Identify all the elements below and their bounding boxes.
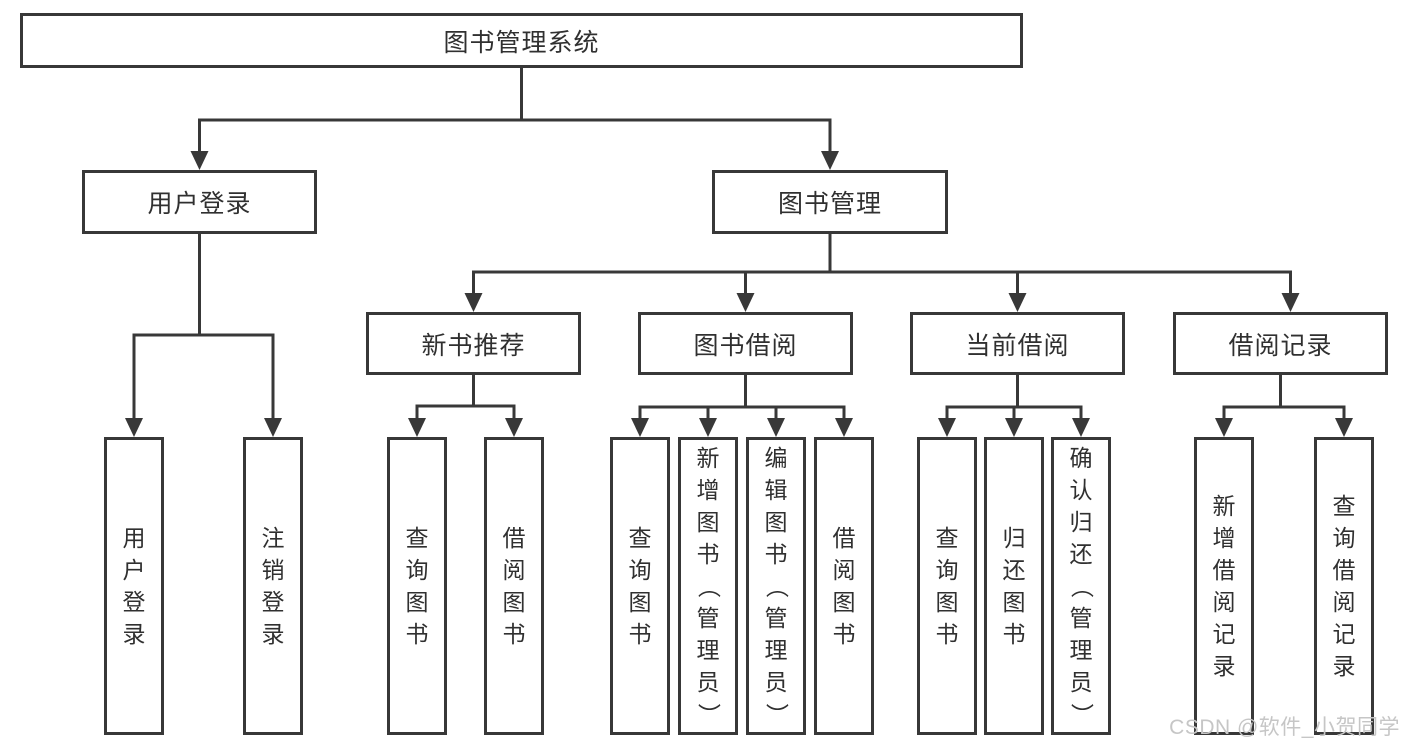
arrowhead-to-leaf-logout [264,418,282,437]
leaf-query-books-current: 查询图书 [917,437,977,735]
leaf-add-borrow-record: 新增借阅记录 [1194,437,1254,735]
edges-book-management-children [464,234,1300,312]
arrowhead-to-leaf-query-books-borrow [631,418,649,437]
edge-borrow-rail [638,375,846,420]
node-borrow-record: 借阅记录 [1173,312,1388,375]
edge-record-rail [1222,375,1346,420]
edge-recommend-rail [415,375,516,420]
edge-book-management-rail [472,234,1292,294]
node-current-borrow: 当前借阅 [910,312,1125,375]
arrowhead-to-leaf-confirm-return [1072,418,1090,437]
arrowhead-to-leaf-query-books-current [938,418,956,437]
leaf-query-books-borrow: 查询图书 [610,437,670,735]
edge-current-borrow-rail [945,375,1083,420]
arrowhead-to-current-borrow [1008,293,1027,312]
arrowhead-to-book-borrow [736,293,755,312]
leaf-logout: 注销登录 [243,437,303,735]
edges-borrow-children [631,375,853,437]
edges-recommend-children [408,375,523,437]
leaf-confirm-return-admin: 确认归还（管理员） [1051,437,1111,735]
edge-user-login-rail [132,234,275,420]
arrowhead-to-borrow-record [1281,293,1300,312]
leaf-query-borrow-record: 查询借阅记录 [1314,437,1374,735]
leaf-add-book-admin: 新增图书（管理员） [678,437,738,735]
edges-root-to-level2 [190,68,839,170]
edges-user-login-children [125,234,282,437]
leaf-user-login: 用户登录 [104,437,164,735]
arrowhead-to-leaf-user-login [125,418,143,437]
node-user-login: 用户登录 [82,170,317,234]
node-library-system: 图书管理系统 [20,13,1023,68]
arrowhead-to-new-book-recommend [464,293,483,312]
arrowhead-to-user-login [190,151,209,170]
edge-root-rail [198,68,832,153]
arrowhead-to-leaf-add-record [1215,418,1233,437]
leaf-return-book: 归还图书 [984,437,1044,735]
arrowhead-to-leaf-edit-book [767,418,785,437]
arrowhead-to-leaf-return-book [1005,418,1023,437]
arrowhead-to-leaf-query-books-recommend [408,418,426,437]
leaf-query-books-recommend: 查询图书 [387,437,447,735]
leaf-borrow-books: 借阅图书 [814,437,874,735]
csdn-watermark: CSDN @软件_小贺同学 [1169,716,1400,739]
arrowhead-to-leaf-borrow-books-recommend [505,418,523,437]
node-book-borrow: 图书借阅 [638,312,853,375]
edges-record-children [1215,375,1353,437]
arrowhead-to-leaf-add-book [699,418,717,437]
arrowhead-to-leaf-query-record [1335,418,1353,437]
arrowhead-to-leaf-borrow-books [835,418,853,437]
leaf-edit-book-admin: 编辑图书（管理员） [746,437,806,735]
node-new-book-recommend: 新书推荐 [366,312,581,375]
node-book-management: 图书管理 [712,170,948,234]
edges-current-borrow-children [938,375,1090,437]
arrowhead-to-book-management [821,151,839,170]
leaf-borrow-books-recommend: 借阅图书 [484,437,544,735]
